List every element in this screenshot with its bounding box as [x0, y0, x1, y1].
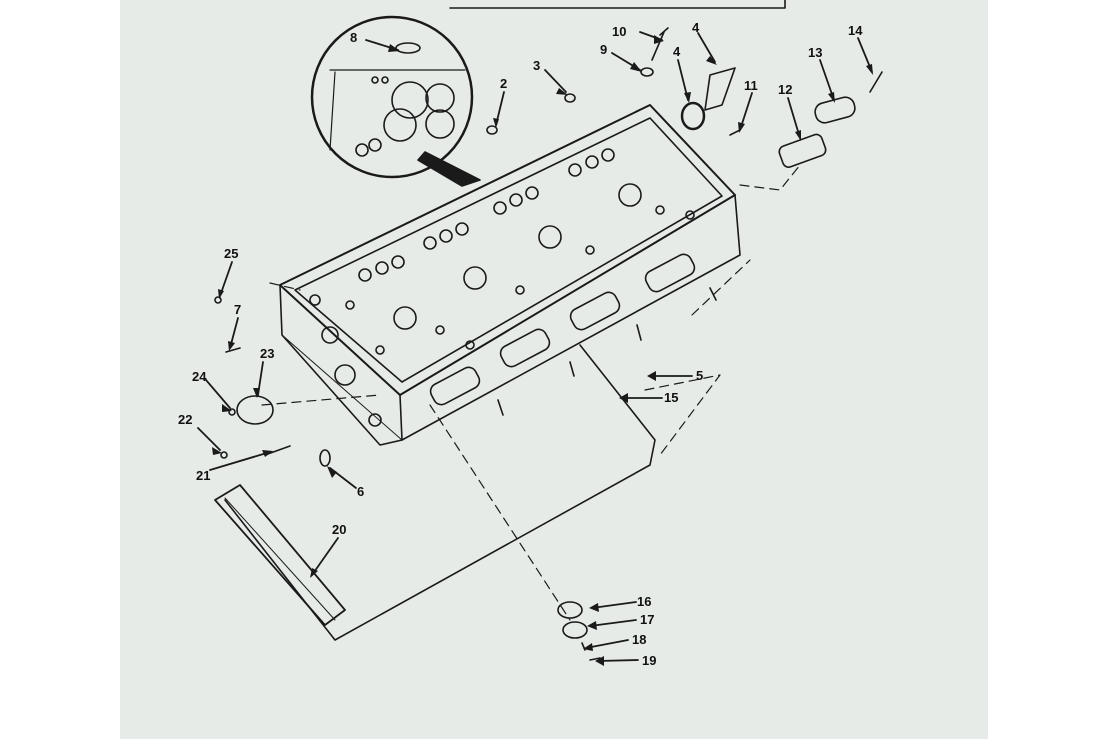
callout-10: 10 — [612, 24, 626, 39]
callout-11: 11 — [744, 78, 758, 93]
callout-8: 8 — [350, 30, 357, 45]
leader-lines — [261, 164, 801, 621]
callout-4-fitting: 4 — [692, 20, 700, 35]
callout-20: 20 — [332, 522, 346, 537]
paper-background — [120, 0, 988, 739]
callout-6: 6 — [357, 484, 364, 499]
callout-arrows — [197, 31, 873, 662]
callout-23: 23 — [260, 346, 274, 361]
callout-18: 18 — [632, 632, 646, 647]
gasket-frame — [224, 344, 656, 641]
callout-13: 13 — [808, 45, 822, 60]
side-plate — [214, 484, 346, 626]
callout-9: 9 — [600, 42, 607, 57]
callout-15: 15 — [664, 390, 678, 405]
callout-21: 21 — [196, 468, 210, 483]
callout-7: 7 — [234, 302, 241, 317]
frame-top-line — [449, 0, 786, 9]
callout-24: 24 — [192, 369, 207, 384]
small-parts — [214, 27, 883, 661]
callout-22: 22 — [178, 412, 192, 427]
callout-19: 19 — [642, 653, 656, 668]
callout-25: 25 — [224, 246, 238, 261]
arrow-heads — [212, 35, 873, 666]
callout-3: 3 — [533, 58, 540, 73]
callout-labels: 8 10 9 4 4 3 2 11 13 14 12 25 7 23 24 22… — [178, 20, 863, 668]
cylinder-head — [279, 104, 741, 446]
callout-4-oring: 4 — [673, 44, 681, 59]
callout-12: 12 — [778, 82, 792, 97]
callout-14: 14 — [848, 23, 863, 38]
callout-2: 2 — [500, 76, 507, 91]
callout-16: 16 — [637, 594, 651, 609]
callout-5: 5 — [696, 368, 703, 383]
detail-magnifier — [310, 15, 481, 187]
callout-17: 17 — [640, 612, 654, 627]
